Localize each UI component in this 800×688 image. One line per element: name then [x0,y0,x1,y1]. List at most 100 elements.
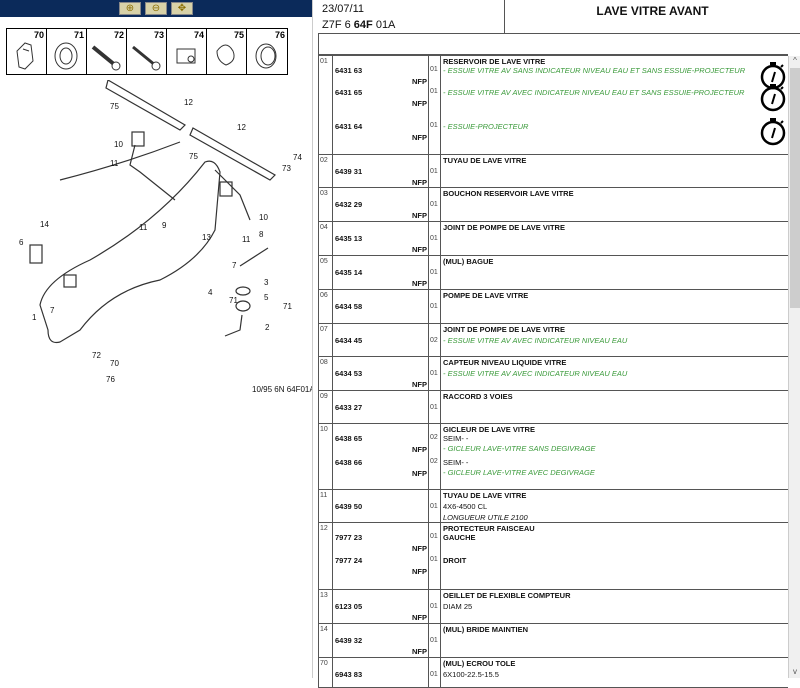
svg-text:6: 6 [19,238,24,247]
part-reference[interactable]: 6438 66 [335,458,363,467]
item-number: 01 [319,56,333,154]
svg-text:4: 4 [208,288,213,297]
scroll-up-button[interactable]: ^ [793,56,797,65]
quantity-cell: 02 [429,324,441,356]
scrollbar-thumb[interactable] [790,68,800,308]
part-reference[interactable]: 6439 32 [335,636,363,645]
scroll-down-button[interactable]: v [793,667,797,676]
reference-cell: 6433 27 [333,391,429,423]
part-reference[interactable]: 6123 05 [335,602,363,611]
scrollbar[interactable]: ^ v [788,56,800,678]
part-title: TUYAU DE LAVE VITRE [443,156,527,165]
stopwatch-icon[interactable] [760,116,786,146]
part-reference[interactable]: 6434 58 [335,302,363,311]
nfp-flag: NFP [412,380,427,389]
fitment-note: - ESSUIE VITRE AV AVEC INDICATEUR NIVEAU… [443,336,628,345]
description-cell: JOINT DE POMPE DE LAVE VITRE- ESSUIE VIT… [441,324,788,356]
exploded-parts-drawing: 12 75 12 10 74 73 11 75 10 9 11 13 11 8 … [19,80,312,394]
svg-text:10: 10 [259,213,268,222]
part-reference[interactable]: 6439 50 [335,502,363,511]
thumbnail[interactable]: 73 [127,29,167,74]
svg-text:10: 10 [114,140,123,149]
quantity-cell: 01 [429,658,441,687]
part-reference[interactable]: 6434 45 [335,336,363,345]
part-title: BOUCHON RESERVOIR LAVE VITRE [443,189,574,198]
part-title: PROTECTEUR FAISCEAU [443,524,535,533]
part-reference[interactable]: 7977 24 [335,556,363,565]
part-reference[interactable]: 7977 23 [335,533,363,542]
quantity: 01 [430,671,438,678]
svg-text:75: 75 [110,102,119,111]
diagram-toolbar: ⊕ ⊖ ✥ [0,0,312,17]
part-reference[interactable]: 6431 63 [335,66,363,75]
item-number: 09 [319,391,333,423]
svg-text:11: 11 [139,223,148,232]
exploded-diagram-panel: ⊕ ⊖ ✥ 70 71 72 73 74 75 76 12 [0,0,312,678]
description-cell: CAPTEUR NIVEAU LIQUIDE VITRE- ESSUIE VIT… [441,357,788,390]
spec-line: 4X6-4500 CL [443,502,488,511]
part-reference[interactable]: 6435 14 [335,268,363,277]
part-reference[interactable]: 6431 65 [335,88,363,97]
divider [504,0,505,34]
parts-list-panel: 23/07/11 Z7F 6 64F 01A LAVE VITRE AVANT … [318,0,800,688]
clip-icon [16,42,34,70]
thumbnail[interactable]: 71 [47,29,87,74]
thumbnail[interactable]: 72 [87,29,127,74]
quantity: 01 [430,201,438,208]
zoom-out-icon[interactable]: ⊖ [145,2,167,15]
quantity-cell: 01 [429,188,441,221]
item-number: 10 [319,424,333,489]
part-reference[interactable]: 6434 53 [335,369,363,378]
item-number: 12 [319,523,333,589]
part-reference[interactable]: 6438 65 [335,434,363,443]
svg-text:75: 75 [189,152,198,161]
part-reference[interactable]: 6943 83 [335,670,363,679]
thumbnail[interactable]: 70 [7,29,47,74]
zoom-pan-icon[interactable]: ✥ [171,2,193,15]
item-number: 13 [319,590,333,623]
part-reference[interactable]: 6431 64 [335,122,363,131]
part-reference[interactable]: 6439 31 [335,167,363,176]
part-title: RESERVOIR DE LAVE VITRE [443,57,546,66]
quantity-cell: 01 [429,155,441,187]
part-reference[interactable]: 6432 29 [335,200,363,209]
quantity-cell: 01 [429,256,441,289]
part-title: TUYAU DE LAVE VITRE [443,491,527,500]
nfp-flag: NFP [412,567,427,576]
part-reference[interactable]: 6433 27 [335,403,363,412]
fitment-note: - GICLEUR LAVE-VITRE SANS DEGIVRAGE [443,444,596,453]
panel-divider[interactable] [312,0,318,678]
page-title: LAVE VITRE AVANT [596,4,709,18]
part-reference[interactable]: 6435 13 [335,234,363,243]
thumbnail[interactable]: 74 [167,29,207,74]
zoom-in-icon[interactable]: ⊕ [119,2,141,15]
item-number: 06 [319,290,333,323]
stopwatch-icon[interactable] [760,82,786,112]
quantity: 01 [430,556,438,563]
thumbnail[interactable]: 76 [247,29,287,74]
thumbnail[interactable]: 75 [207,29,247,74]
svg-text:7: 7 [232,261,237,270]
